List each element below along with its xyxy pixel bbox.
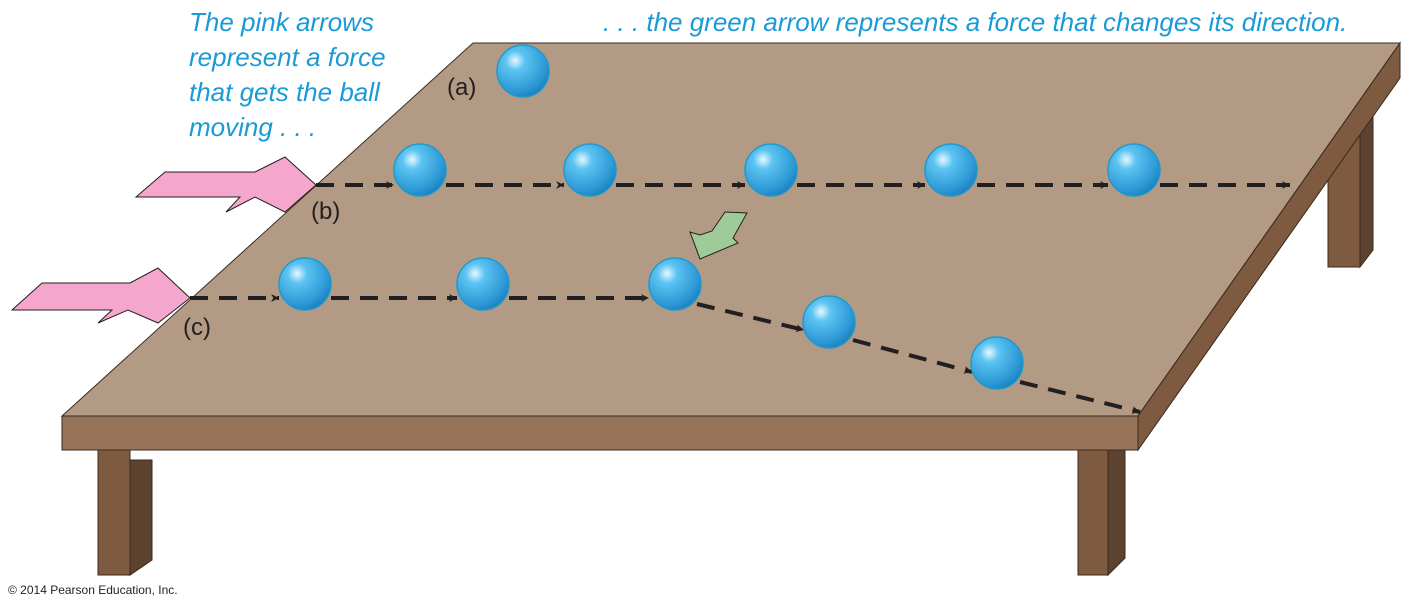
label-b: (b)	[311, 198, 341, 225]
label-a: (a)	[447, 74, 477, 101]
ball-b-1	[393, 143, 447, 197]
ball-b-2	[563, 143, 617, 197]
caption-line: that gets the ball	[189, 77, 380, 107]
ball-a	[496, 44, 550, 98]
ball-c-3	[648, 257, 702, 311]
label-c: (c)	[183, 314, 211, 341]
table-front-edge	[61, 415, 1139, 451]
caption-line: The pink arrows	[189, 7, 374, 37]
pink-arrow-caption: The pink arrows represent a force that g…	[189, 5, 386, 145]
ball-b-4	[924, 143, 978, 197]
ball-c-1	[278, 257, 332, 311]
pink-force-arrow-b	[134, 156, 317, 213]
table-side-edge	[1137, 41, 1401, 452]
ball-c-5	[970, 336, 1024, 390]
table-leg-front-right	[1077, 449, 1126, 577]
green-arrow-caption: . . . the green arrow represents a force…	[603, 7, 1348, 37]
table-leg-front-left	[97, 449, 153, 576]
ball-c-4	[802, 295, 856, 349]
ball-c-2	[456, 257, 510, 311]
ball-b-5	[1107, 143, 1161, 197]
copyright: © 2014 Pearson Education, Inc.	[8, 583, 178, 597]
ball-b-3	[744, 143, 798, 197]
caption-line: represent a force	[189, 42, 386, 72]
path-c	[190, 294, 1141, 414]
green-force-arrow	[689, 211, 748, 260]
caption-line: moving . . .	[189, 112, 317, 142]
pink-force-arrow-c	[10, 267, 191, 324]
